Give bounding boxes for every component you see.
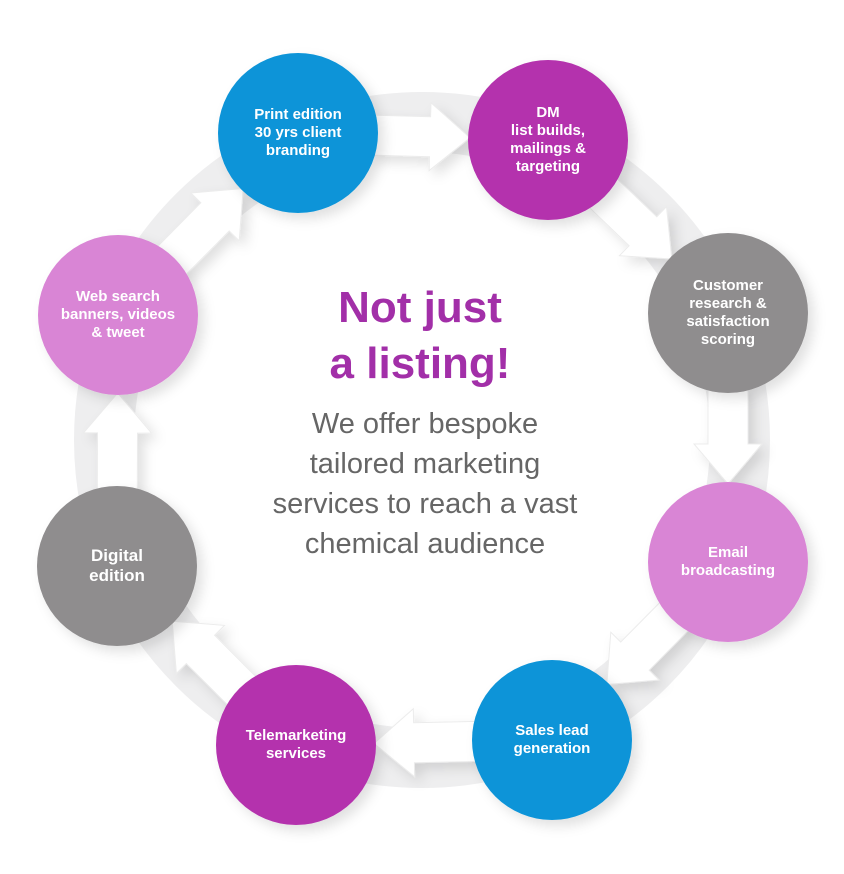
flow-arrow-6 (171, 620, 259, 708)
node-label-dm: DM list builds, mailings & targeting (510, 104, 586, 175)
flow-arrow-3 (692, 386, 764, 485)
flow-arrow-5 (373, 707, 479, 778)
flow-arrow-7 (82, 392, 153, 493)
node-label-email-broadcasting: Email broadcasting (680, 544, 776, 579)
body-copy: We offer bespoke tailored marketing serv… (272, 408, 578, 560)
node-circle-customer-research (648, 233, 808, 393)
flow-arrow-8 (155, 187, 244, 278)
flow-arrow-4 (606, 599, 691, 686)
node-circle-dm (468, 60, 628, 220)
node-circle-digital-edition (37, 486, 197, 646)
node-label-print-edition: Print edition 30 yrs client branding (254, 106, 342, 159)
node-circle-web-search (38, 235, 198, 395)
node-label-digital-edition: Digital edition (89, 545, 145, 585)
node-circle-telemarketing-services (216, 665, 376, 825)
flow-arrow-2 (586, 176, 673, 260)
node-label-sales-lead-generation: Sales lead generation (513, 722, 591, 757)
headline: Not just a listing! (329, 283, 511, 388)
node-circle-print-edition (218, 53, 378, 213)
node-label-telemarketing-services: Telemarketing services (245, 727, 347, 762)
flow-arrow-1 (370, 101, 471, 172)
node-label-customer-research: Customer research & satisfaction scoring (686, 277, 770, 348)
node-circle-sales-lead-generation (472, 660, 632, 820)
node-label-web-search: Web search banners, videos & tweet (60, 288, 176, 341)
node-circle-email-broadcasting (648, 482, 808, 642)
